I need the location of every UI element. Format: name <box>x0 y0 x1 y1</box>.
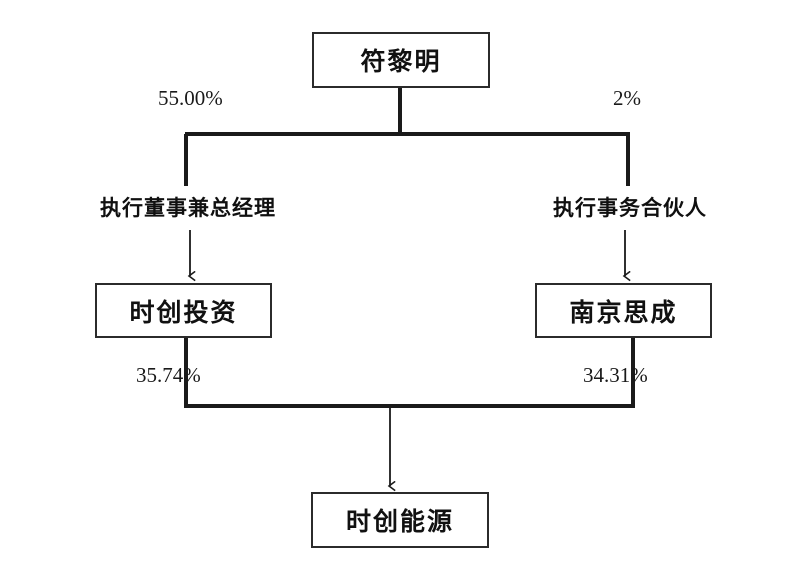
node-label-person: 符黎明 <box>360 49 442 76</box>
percent-label-top-left: 55.00% <box>158 86 223 110</box>
node-box-person[interactable]: 符黎明 <box>312 32 490 88</box>
percent-label-bottom-right: 34.31% <box>583 363 648 387</box>
node-box-shichuang-energy[interactable]: 时创能源 <box>311 492 489 548</box>
node-label-shichuang-energy: 时创能源 <box>345 509 454 536</box>
role-label-right: 执行事务合伙人 <box>553 196 707 220</box>
bottom-bracket-connector <box>184 338 635 408</box>
role-label-left: 执行董事兼总经理 <box>100 196 276 220</box>
percent-label-top-right: 2% <box>613 86 641 110</box>
top-bracket-connector <box>184 88 630 186</box>
node-box-shichuang-invest[interactable]: 时创投资 <box>95 283 272 338</box>
node-box-nanjing-sicheng[interactable]: 南京思成 <box>535 283 712 338</box>
node-label-shichuang-invest: 时创投资 <box>129 299 238 327</box>
percent-label-bottom-left: 35.74% <box>136 363 201 387</box>
node-label-nanjing-sicheng: 南京思成 <box>569 299 678 327</box>
